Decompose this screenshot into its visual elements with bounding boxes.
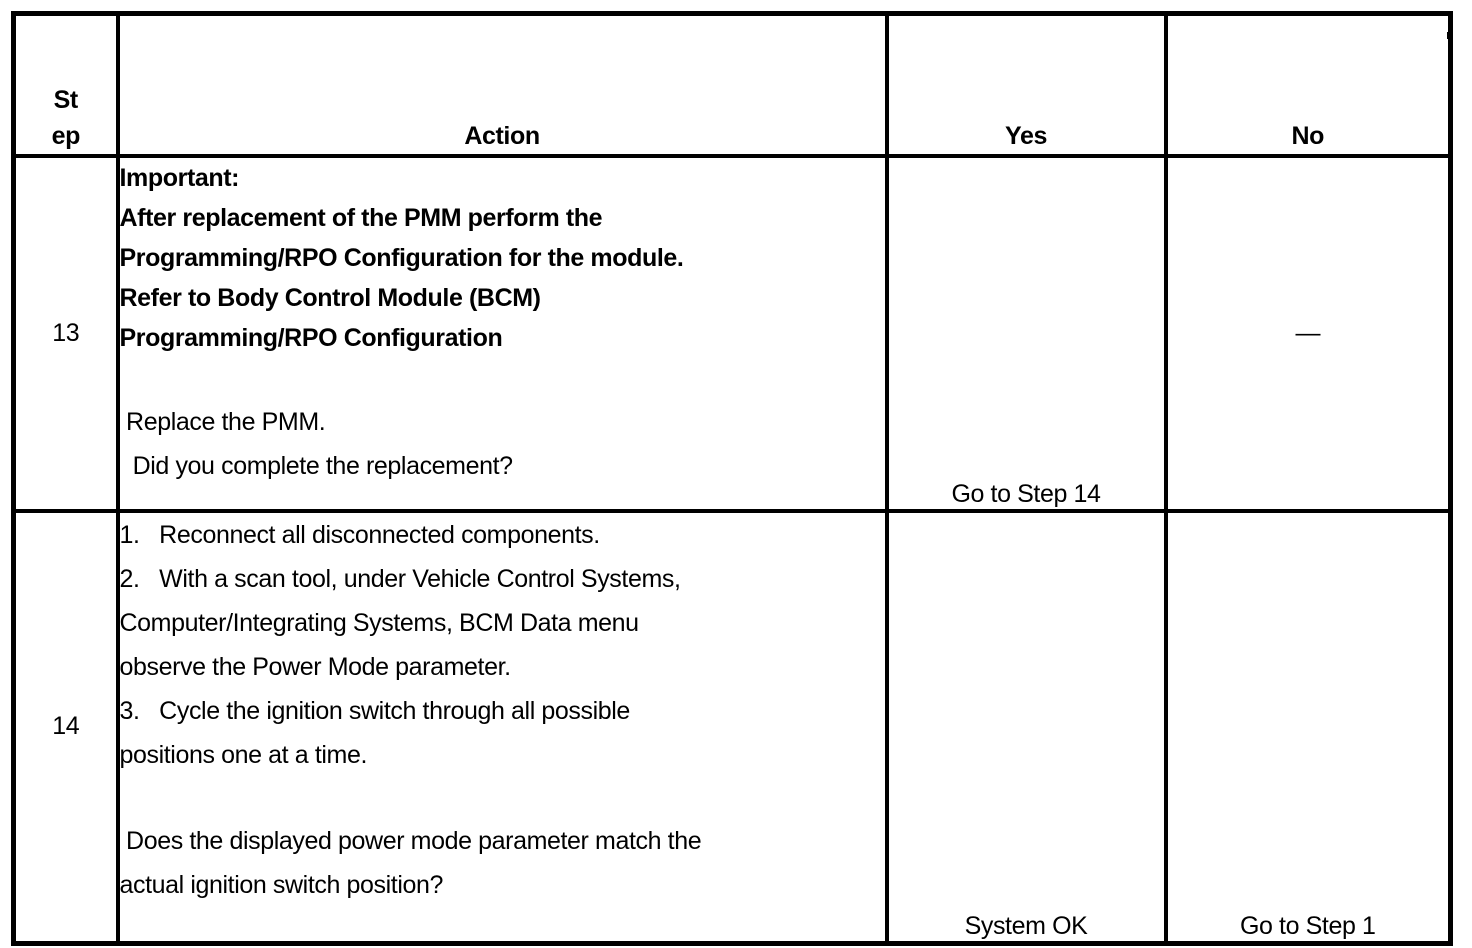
col-header-no: No xyxy=(1163,11,1453,158)
no-cell: Go to Step 1 xyxy=(1163,508,1453,946)
action-step-item-wrap: positions one at a time. xyxy=(119,740,368,769)
yes-cell: System OK xyxy=(884,508,1168,946)
yes-answer: Go to Step 14 xyxy=(951,479,1101,508)
action-cell: Important: After replacement of the PMM … xyxy=(115,153,889,513)
scan-artifact xyxy=(1447,32,1452,39)
important-line: Programming/RPO Configuration for the mo… xyxy=(119,243,684,272)
step-header-line1: St xyxy=(53,85,79,114)
blank-line xyxy=(122,777,883,819)
action-cell: 1. Reconnect all disconnected components… xyxy=(115,508,889,946)
important-line: Programming/RPO Configuration xyxy=(119,323,503,352)
no-answer: Go to Step 1 xyxy=(1239,912,1376,940)
blank-line xyxy=(122,358,883,400)
col-header-yes: Yes xyxy=(884,11,1168,158)
action-instruction: Replace the PMM. xyxy=(119,407,326,436)
scan-artifact xyxy=(1448,150,1452,157)
action-question: Does the displayed power mode parameter … xyxy=(119,826,702,855)
step-header-line2: ep xyxy=(51,121,81,150)
action-step-item-wrap: Computer/Integrating Systems, BCM Data m… xyxy=(119,608,640,637)
step-number-cell: 14 xyxy=(11,508,120,946)
important-label: Important: xyxy=(119,163,240,192)
step-number: 13 xyxy=(52,318,80,347)
action-step-item: 3. Cycle the ignition switch through all… xyxy=(119,696,631,725)
important-line: After replacement of the PMM perform the xyxy=(119,203,603,232)
action-step-item: 1. Reconnect all disconnected components… xyxy=(119,520,601,549)
important-note: Important: After replacement of the PMM … xyxy=(119,160,883,358)
table-row-step-14: 14 1. Reconnect all disconnected compone… xyxy=(11,508,1453,946)
table-row-step-13: 13 Important: After replacement of the P… xyxy=(11,153,1453,513)
col-header-action: Action xyxy=(115,11,889,158)
action-step-item: 2. With a scan tool, under Vehicle Contr… xyxy=(119,564,681,593)
yes-cell: Go to Step 14 xyxy=(884,153,1168,513)
col-header-step: St ep xyxy=(11,11,120,158)
header-row: St ep Action Yes No xyxy=(11,11,1453,158)
step-number: 14 xyxy=(52,712,80,741)
yes-answer: System OK xyxy=(964,912,1088,940)
action-step-item-wrap: observe the Power Mode parameter. xyxy=(119,652,512,681)
action-question-wrap: actual ignition switch position? xyxy=(119,870,444,899)
action-question: Did you complete the replacement? xyxy=(119,451,513,480)
diagnostic-table: St ep Action Yes No 13 Important: After … xyxy=(11,11,1453,946)
no-answer-dash: — xyxy=(1295,318,1321,347)
no-cell: — xyxy=(1163,153,1453,513)
important-line: Refer to Body Control Module (BCM) xyxy=(119,283,541,312)
step-number-cell: 13 xyxy=(11,153,120,513)
